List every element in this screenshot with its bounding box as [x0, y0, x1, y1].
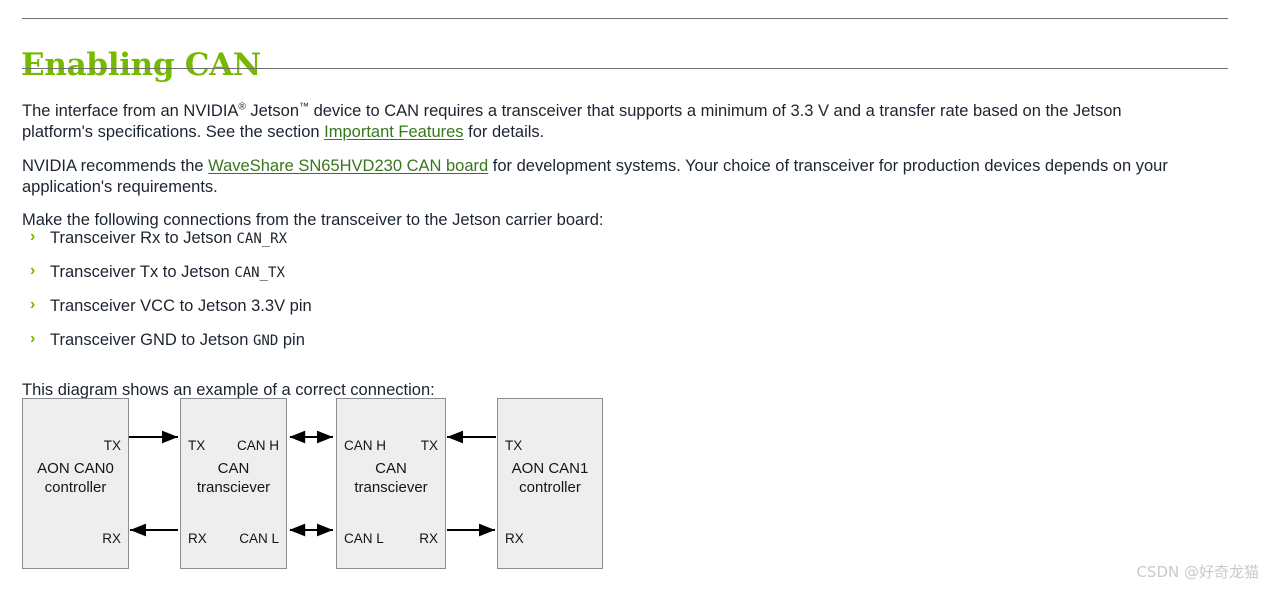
chevron-right-icon: ›: [30, 228, 36, 245]
diagram-box-title-line2: transciever: [354, 479, 428, 496]
paragraph-recommendation-text-b: for development systems. Your choice of …: [22, 156, 1168, 197]
diagram-box-aon-can1-controller: TX RX AON CAN1 controller: [497, 398, 603, 569]
diagram-box-title: CAN transciever: [181, 459, 286, 497]
pin-label-tx: TX: [188, 438, 206, 453]
paragraph-intro-text-a: The interface from an NVIDIA: [22, 101, 239, 120]
pin-label-tx: TX: [420, 438, 438, 453]
pin-label-rx: RX: [505, 531, 524, 546]
paragraph-recommendation: NVIDIA recommends the WaveShare SN65HVD2…: [22, 156, 1197, 199]
pin-label-can-h: CAN H: [236, 438, 279, 453]
list-item-text: Transceiver GND to Jetson: [50, 331, 253, 349]
pin-label-rx: RX: [188, 531, 207, 546]
paragraph-recommendation-text-a: NVIDIA recommends the: [22, 156, 209, 175]
pin-label-can-l: CAN L: [239, 531, 279, 546]
diagram-box-can-transceiver-left: TX RX CAN H CAN L CAN transciever: [180, 398, 287, 569]
title-rule-bottom: [22, 68, 1228, 69]
list-item-text: Transceiver Tx to Jetson: [50, 263, 235, 281]
connections-list: › Transceiver Rx to Jetson CAN_RX › Transc…: [22, 226, 722, 362]
pin-label-can-h: CAN H: [344, 438, 387, 453]
can-connection-diagram: TX RX AON CAN0 controller TX RX CAN H CA…: [0, 390, 700, 580]
pin-label-rx: RX: [419, 531, 438, 546]
chevron-right-icon: ›: [30, 330, 36, 347]
trademark-mark: ™: [299, 101, 309, 112]
diagram-box-title-line1: CAN: [375, 460, 407, 477]
list-item: › Transceiver Rx to Jetson CAN_RX: [22, 226, 722, 260]
diagram-box-title-line2: controller: [519, 479, 581, 496]
chevron-right-icon: ›: [30, 262, 36, 279]
diagram-box-title-line2: transciever: [196, 479, 271, 496]
diagram-box-title-line2: controller: [44, 479, 107, 496]
diagram-box-title: CAN transciever: [337, 459, 445, 497]
diagram-box-can-transceiver-right: CAN H CAN L TX RX CAN transciever: [336, 398, 446, 569]
diagram-box-aon-can0-controller: TX RX AON CAN0 controller: [22, 398, 129, 569]
paragraph-intro-text-b: Jetson: [245, 101, 299, 120]
paragraph-connections-lead: Make the following connections from the …: [22, 210, 604, 229]
chevron-right-icon: ›: [30, 296, 36, 313]
pin-label-rx: RX: [102, 531, 121, 546]
code-can-rx: CAN_RX: [236, 231, 288, 247]
list-item: › Transceiver GND to Jetson GND pin: [22, 328, 722, 362]
list-item-text-after: pin: [278, 331, 305, 349]
pin-label-tx: TX: [505, 438, 523, 453]
registered-mark: ®: [238, 101, 246, 112]
waveshare-board-link[interactable]: WaveShare SN65HVD230 CAN board: [208, 156, 489, 175]
pin-label-can-l: CAN L: [344, 531, 384, 546]
paragraph-diagram-lead: This diagram shows an example of a corre…: [22, 380, 435, 399]
csdn-watermark: CSDN @好奇龙猫: [1136, 563, 1259, 581]
pin-label-tx: TX: [103, 438, 121, 453]
diagram-box-title-line1: AON CAN1: [511, 460, 589, 477]
list-item: › Transceiver VCC to Jetson 3.3V pin: [22, 294, 722, 328]
diagram-box-title: AON CAN1 controller: [498, 459, 602, 497]
page-title: Enabling CAN: [21, 46, 261, 83]
diagram-box-title-line1: CAN: [217, 460, 250, 477]
code-can-tx: CAN_TX: [234, 265, 285, 281]
list-item-text: Transceiver Rx to Jetson: [50, 229, 237, 247]
important-features-link[interactable]: Important Features: [324, 123, 464, 141]
diagram-box-title-line1: AON CAN0: [37, 460, 114, 477]
paragraph-intro-text-c: device to CAN requires a transceiver tha…: [22, 101, 1122, 142]
diagram-connection-lines: [129, 430, 496, 537]
list-item: › Transceiver Tx to Jetson CAN_TX: [22, 260, 722, 294]
diagram-box-title: AON CAN0 controller: [23, 459, 128, 497]
paragraph-intro-text-d: for details.: [463, 123, 545, 141]
list-item-text: Transceiver VCC to Jetson 3.3V pin: [50, 297, 312, 315]
paragraph-intro: The interface from an NVIDIA® Jetson™ de…: [22, 101, 1192, 144]
code-gnd: GND: [252, 333, 279, 349]
title-rule-top: [22, 18, 1228, 19]
